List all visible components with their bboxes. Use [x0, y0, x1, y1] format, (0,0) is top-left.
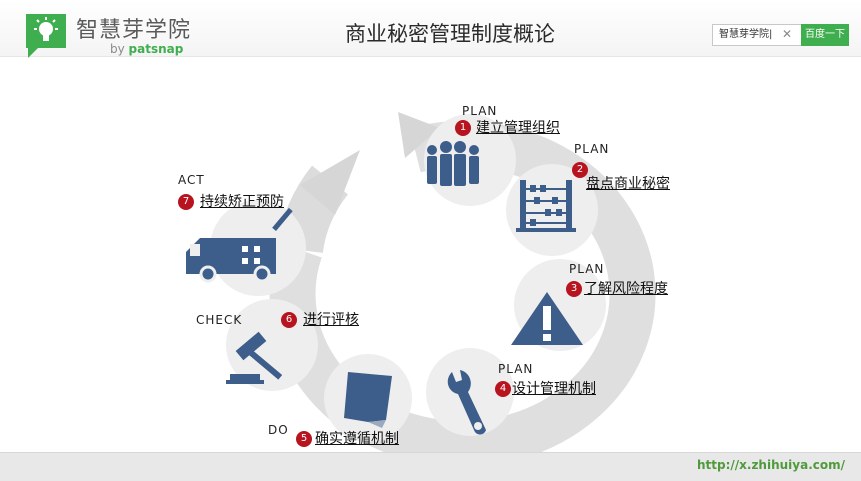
step6-label[interactable]: 进行评核	[303, 312, 359, 328]
brand-by-name: patsnap	[128, 42, 184, 56]
step4-phase: PLAN	[498, 362, 534, 376]
wrench-icon	[447, 370, 486, 435]
brand-by-prefix: by	[110, 42, 125, 56]
close-icon[interactable]: ✕	[782, 27, 793, 41]
step2-circle	[506, 164, 598, 256]
abacus-icon	[516, 180, 576, 232]
step2-badge: 2	[572, 162, 588, 178]
step5-badge: 5	[296, 431, 312, 447]
step2-label[interactable]: 盘点商业秘密	[586, 176, 670, 192]
step1-label[interactable]: 建立管理组织	[476, 120, 560, 136]
search-button[interactable]: 百度一下	[801, 24, 849, 46]
step7-badge: 7	[178, 194, 194, 210]
step2-phase: PLAN	[574, 142, 610, 156]
warning-icon	[511, 292, 583, 345]
step3-phase: PLAN	[569, 262, 605, 276]
step3-badge: 3	[566, 281, 582, 297]
ambulance-icon	[186, 207, 293, 283]
cycle-arrow-head	[300, 150, 360, 215]
step6-phase: CHECK	[196, 313, 243, 327]
footer-bar: http://x.zhihuiya.com/	[0, 452, 861, 481]
step6-badge: 6	[281, 312, 297, 328]
step1-phase: PLAN	[462, 104, 498, 118]
search-input[interactable]: 智慧芽学院|	[712, 24, 802, 46]
step1-badge: 1	[455, 120, 471, 136]
step4-circle	[426, 348, 514, 436]
people-icon	[427, 141, 479, 186]
step7-label[interactable]: 持续矫正预防	[200, 194, 284, 210]
footer-url[interactable]: http://x.zhihuiya.com/	[696, 458, 845, 472]
document-icon	[344, 372, 392, 428]
cycle-arrow-head-top	[398, 112, 440, 158]
header-bar: 智慧芽学院 by patsnap 商业秘密管理制度概论 智慧芽学院| ✕ 百度一…	[0, 0, 861, 58]
page-title: 商业秘密管理制度概论	[345, 22, 555, 46]
step4-label[interactable]: 设计管理机制	[512, 381, 596, 397]
gavel-icon	[226, 331, 283, 384]
brand-byline: by patsnap	[110, 42, 183, 56]
step5-phase: DO	[268, 423, 289, 437]
step3-label[interactable]: 了解风险程度	[584, 281, 668, 297]
step4-badge: 4	[495, 381, 511, 397]
brand-name: 智慧芽学院	[76, 18, 192, 43]
lightbulb-logo-icon	[26, 14, 66, 58]
search-box: 智慧芽学院| ✕ 百度一下	[712, 24, 849, 46]
step5-label[interactable]: 确实遵循机制	[315, 431, 399, 447]
brand-logo[interactable]: 智慧芽学院 by patsnap	[24, 8, 214, 58]
step7-phase: ACT	[178, 173, 205, 187]
